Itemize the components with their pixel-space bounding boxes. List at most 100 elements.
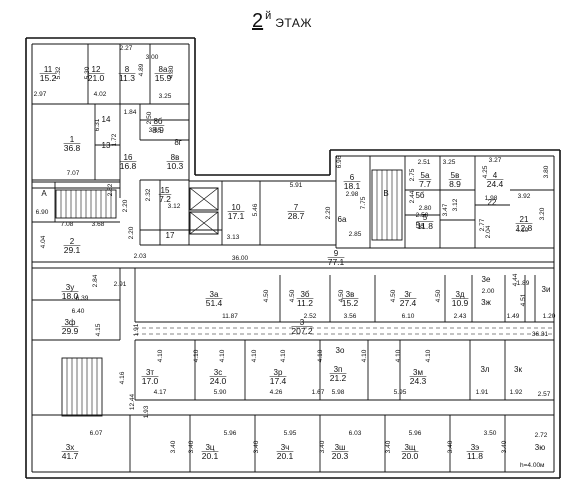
room-number: A bbox=[41, 189, 47, 198]
room-number: 16 bbox=[124, 153, 133, 162]
elevator-cross bbox=[189, 211, 219, 235]
room-area: 24.4 bbox=[487, 179, 504, 189]
dimension-label: 3.40 bbox=[319, 440, 326, 453]
room-area: 17.0 bbox=[142, 376, 159, 386]
room-number: 3х bbox=[66, 443, 74, 452]
dimension-label: 2.20 bbox=[128, 226, 135, 239]
dimension-label: 3.92 bbox=[518, 193, 531, 200]
dimension-label: 3.25 bbox=[159, 93, 172, 100]
room-label: 22 bbox=[488, 198, 497, 207]
dimension-label: 2.51 bbox=[418, 159, 431, 166]
room-label: 14 bbox=[102, 115, 111, 124]
height-note: h=4.00м bbox=[520, 462, 545, 469]
dimension-label: 1.67 bbox=[312, 389, 325, 396]
room-area: 18.0 bbox=[62, 291, 79, 301]
room-area: 20.0 bbox=[402, 451, 419, 461]
room-number: 3у bbox=[66, 283, 74, 292]
room-number: 3ш bbox=[335, 443, 346, 452]
room-area: 77.1 bbox=[328, 257, 345, 267]
dimension-label: 3.12 bbox=[452, 198, 459, 211]
room-number: 3р bbox=[274, 368, 283, 377]
dimension-label: 5.30 bbox=[84, 66, 91, 79]
dimension-label: 5.90 bbox=[214, 389, 227, 396]
dimension-label: 4.44 bbox=[512, 273, 519, 286]
dimension-label: 3.00 bbox=[146, 54, 159, 61]
room-area: 11.3 bbox=[119, 73, 135, 83]
floor-number-suffix: й bbox=[265, 10, 272, 22]
room-area: 41.7 bbox=[62, 451, 79, 461]
room-area: 20.1 bbox=[277, 451, 294, 461]
room-number: 3ю bbox=[535, 443, 545, 452]
room-number: 3т bbox=[146, 368, 154, 377]
dimension-label: 2.27 bbox=[120, 45, 133, 52]
room-area: 21.0 bbox=[88, 73, 105, 83]
room-area: 11.8 bbox=[417, 221, 433, 231]
dimension-label: 2.44 bbox=[409, 190, 416, 203]
room-label: 229.1 bbox=[63, 237, 81, 255]
dimension-label: 4.17 bbox=[154, 389, 167, 396]
dimension-label: 2.43 bbox=[454, 313, 467, 320]
room-area: 7.7 bbox=[419, 179, 431, 189]
room-label: 8г bbox=[174, 138, 181, 147]
dimension-label: 2.85 bbox=[349, 231, 362, 238]
elevator-outline bbox=[189, 211, 219, 235]
dimension-label: 1.84 bbox=[124, 109, 137, 116]
room-number: 3и bbox=[542, 285, 551, 294]
dimension-label: 5.32 bbox=[55, 66, 62, 79]
room-labels: 1115.21221.0811.38а15.9136.814138б8.9161… bbox=[39, 65, 551, 461]
room-area: 16.8 bbox=[120, 161, 137, 171]
room-label: 511.8 bbox=[416, 213, 434, 231]
room-label: 6а bbox=[338, 215, 347, 224]
dimension-label: 4.10 bbox=[361, 349, 368, 362]
dimension-label: 6.31 bbox=[94, 118, 101, 131]
dimension-label: 2.50 bbox=[416, 212, 429, 219]
room-number: 3а bbox=[210, 290, 219, 299]
room-area: 28.7 bbox=[288, 211, 305, 221]
room-area: 15.2 bbox=[342, 298, 359, 308]
room-number: 3м bbox=[413, 368, 423, 377]
room-area: 21.2 bbox=[330, 373, 347, 383]
dimension-label: 2.91 bbox=[114, 281, 127, 288]
room-number: 3с bbox=[214, 368, 222, 377]
room-label: 157.2 bbox=[158, 186, 172, 204]
room-label: 17 bbox=[166, 231, 175, 240]
dimension-label: 5.46 bbox=[252, 203, 259, 216]
room-number: 2 bbox=[70, 237, 75, 246]
stair-b bbox=[371, 169, 403, 241]
room-number: 22 bbox=[488, 198, 497, 207]
dimension-label: 3.20 bbox=[539, 207, 546, 220]
room-number: 3е bbox=[482, 275, 491, 284]
dimension-label: 3.80 bbox=[543, 165, 550, 178]
dimension-label: 4.04 bbox=[40, 235, 47, 248]
dimension-label: 3.56 bbox=[344, 313, 357, 320]
dimension-label: 5.96 bbox=[224, 430, 237, 437]
room-label: 618.1 bbox=[343, 173, 361, 191]
dimension-label: 3.25 bbox=[443, 159, 456, 166]
room-label: 424.4 bbox=[486, 171, 504, 189]
dimension-label: 6.10 bbox=[402, 313, 415, 320]
room-label: B bbox=[383, 189, 388, 198]
room-area: 15.2 bbox=[40, 73, 57, 83]
dimension-label: 4.16 bbox=[119, 371, 126, 384]
room-label: 5в8.9 bbox=[448, 171, 462, 189]
room-number: 14 bbox=[102, 115, 111, 124]
dimension-label: 5.91 bbox=[290, 182, 303, 189]
room-area: 29.9 bbox=[62, 326, 79, 336]
room-label: A bbox=[41, 189, 47, 198]
dimension-label: 4.10 bbox=[516, 227, 529, 234]
dimension-label: 6.03 bbox=[349, 430, 362, 437]
room-label: 3к bbox=[514, 365, 522, 374]
dimension-label: 4.10 bbox=[251, 349, 258, 362]
